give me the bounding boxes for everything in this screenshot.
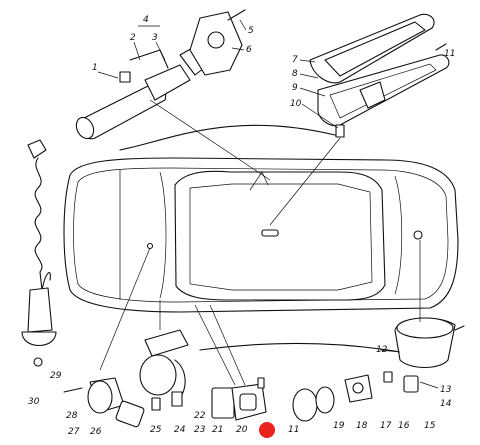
callout-13: 13 [440,385,452,395]
callout-5: 5 [248,26,254,36]
callout-9: 9 [292,83,298,93]
callout-29: 29 [50,371,62,381]
inspection-lamp [21,139,57,367]
red-marker-dot [259,422,275,438]
roof-lamp-marker [261,229,279,237]
callout-17: 17 [380,421,392,431]
callout-2: 2 [130,33,136,43]
callout-4: 4 [143,15,149,25]
callout-28: 28 [66,411,78,421]
callout-14: 14 [440,399,452,409]
callout-30: 30 [28,397,40,407]
callout-27: 27 [68,427,80,437]
callout-11-bottom: 11 [288,425,299,435]
rear-lamp-marker [413,230,423,240]
callout-19: 19 [333,421,345,431]
callout-21: 21 [212,425,223,435]
socket-assembly [63,377,145,428]
callout-24: 24 [174,425,186,435]
callout-23: 23 [194,425,206,435]
callout-6: 6 [246,45,252,55]
callout-15: 15 [424,421,436,431]
callout-22: 22 [194,411,206,421]
callout-7: 7 [292,55,298,65]
lamp-assembly-top-left [75,9,246,140]
callout-11-top: 11 [444,49,455,59]
callout-26: 26 [90,427,102,437]
callout-8: 8 [292,69,298,79]
ring-lamp-assembly [292,371,393,422]
callout-1: 1 [92,63,98,73]
trunk-lamp-assembly [394,317,465,393]
callout-25: 25 [150,425,162,435]
callout-16: 16 [398,421,410,431]
switch-assembly [211,377,267,421]
callout-20: 20 [236,425,248,435]
callout-18: 18 [356,421,368,431]
dome-lamp-assembly [139,329,189,411]
car-body [63,157,459,313]
callout-10: 10 [290,99,302,109]
plate-lamp-assembly [309,13,450,138]
callout-leaders [97,19,439,389]
callout-3: 3 [152,33,158,43]
